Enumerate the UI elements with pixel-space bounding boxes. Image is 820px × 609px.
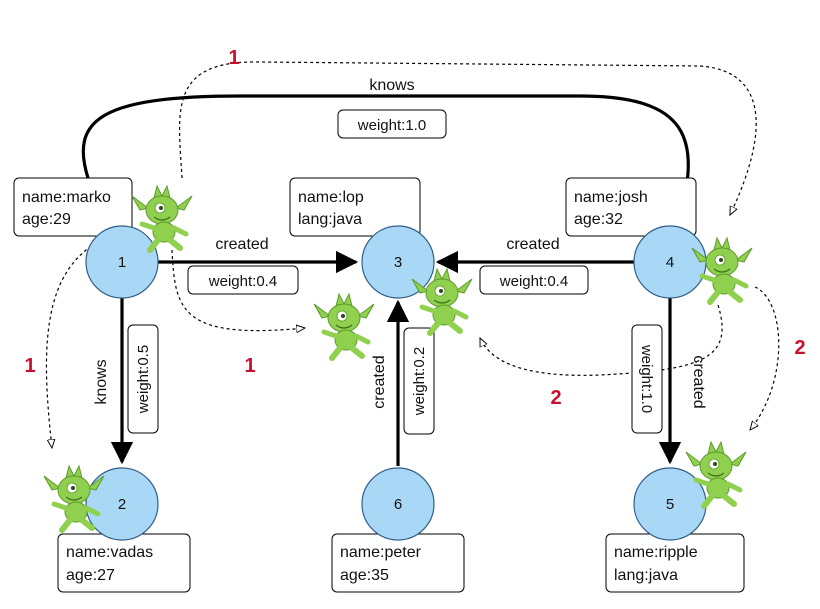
gremlin-icon — [314, 294, 374, 358]
prop-1-age: age:29 — [22, 211, 71, 228]
edges — [81, 94, 696, 466]
vertex-5-label: 5 — [666, 496, 674, 513]
property-boxes: name:marko age:29 name:lop lang:java nam… — [13, 177, 745, 593]
vertex-2-label: 2 — [118, 496, 126, 513]
prop-6-age: age:35 — [340, 567, 389, 584]
weight-label-1-4: weight:1.0 — [357, 117, 426, 134]
weight-box-6-3 — [403, 327, 435, 435]
edge-label-4-5: created — [690, 355, 707, 408]
prop-5-name: name:ripple — [614, 544, 698, 561]
vertex-1-label: 1 — [118, 254, 126, 271]
vertices: 1 3 4 2 6 5 — [85, 225, 707, 541]
prop-3-name: name:lop — [298, 189, 364, 206]
weight-label-4-3: weight:0.4 — [499, 273, 568, 290]
weight-box-4-3 — [479, 265, 589, 295]
edge-label-1-4: knows — [369, 77, 414, 94]
prop-6-name: name:peter — [340, 544, 422, 561]
weight-box-1-2 — [127, 324, 159, 434]
prop-5-lang: lang:java — [614, 567, 678, 584]
props-box-4 — [565, 177, 697, 237]
step-label-left: 1 — [24, 355, 35, 377]
weight-box-4-5 — [631, 324, 663, 434]
vertex-6-label: 6 — [394, 496, 402, 513]
vertex-3[interactable] — [361, 225, 435, 299]
prop-4-age: age:32 — [574, 211, 623, 228]
vertex-3-label: 3 — [394, 254, 402, 271]
vertex-1[interactable] — [85, 225, 159, 299]
weight-label-4-5: weight:1.0 — [638, 344, 655, 413]
weight-label-1-2: weight:0.5 — [135, 345, 152, 414]
edge-1-knows-4 — [81, 94, 696, 221]
traversal-path-4-to-3 — [479, 304, 723, 376]
edge-label-1-3: created — [215, 236, 268, 253]
weight-box-1-4 — [337, 109, 447, 139]
step-label-top: 1 — [228, 47, 239, 69]
weight-label-1-3: weight:0.4 — [208, 273, 277, 290]
weight-label-6-3: weight:0.2 — [411, 347, 428, 416]
props-box-3 — [289, 177, 421, 237]
props-box-1 — [13, 177, 133, 237]
edge-label-1-2: knows — [93, 359, 110, 404]
step-label-right: 2 — [794, 337, 805, 359]
vertex-2[interactable] — [85, 467, 159, 541]
vertex-4-label: 4 — [666, 254, 674, 271]
prop-2-name: name:vadas — [66, 544, 153, 561]
prop-3-lang: lang:java — [298, 211, 362, 228]
edge-labels: knows weight:1.0 created weight:0.4 crea… — [93, 77, 707, 435]
step-label-lower-middle: 2 — [550, 387, 561, 409]
step-label-center: 1 — [244, 355, 255, 377]
traversal-path-1-to-3 — [171, 249, 305, 331]
step-labels: 1 1 1 2 2 — [24, 47, 805, 409]
edge-label-6-3: created — [371, 355, 388, 408]
prop-1-name: name:marko — [22, 189, 111, 206]
vertex-6[interactable] — [361, 467, 435, 541]
traversal-path-4-to-5 — [750, 286, 780, 430]
weight-box-1-3 — [187, 265, 299, 295]
prop-4-name: name:josh — [574, 189, 648, 206]
prop-2-age: age:27 — [66, 567, 115, 584]
traversal-path-1-to-4 — [178, 61, 757, 215]
edge-label-4-3: created — [506, 236, 559, 253]
